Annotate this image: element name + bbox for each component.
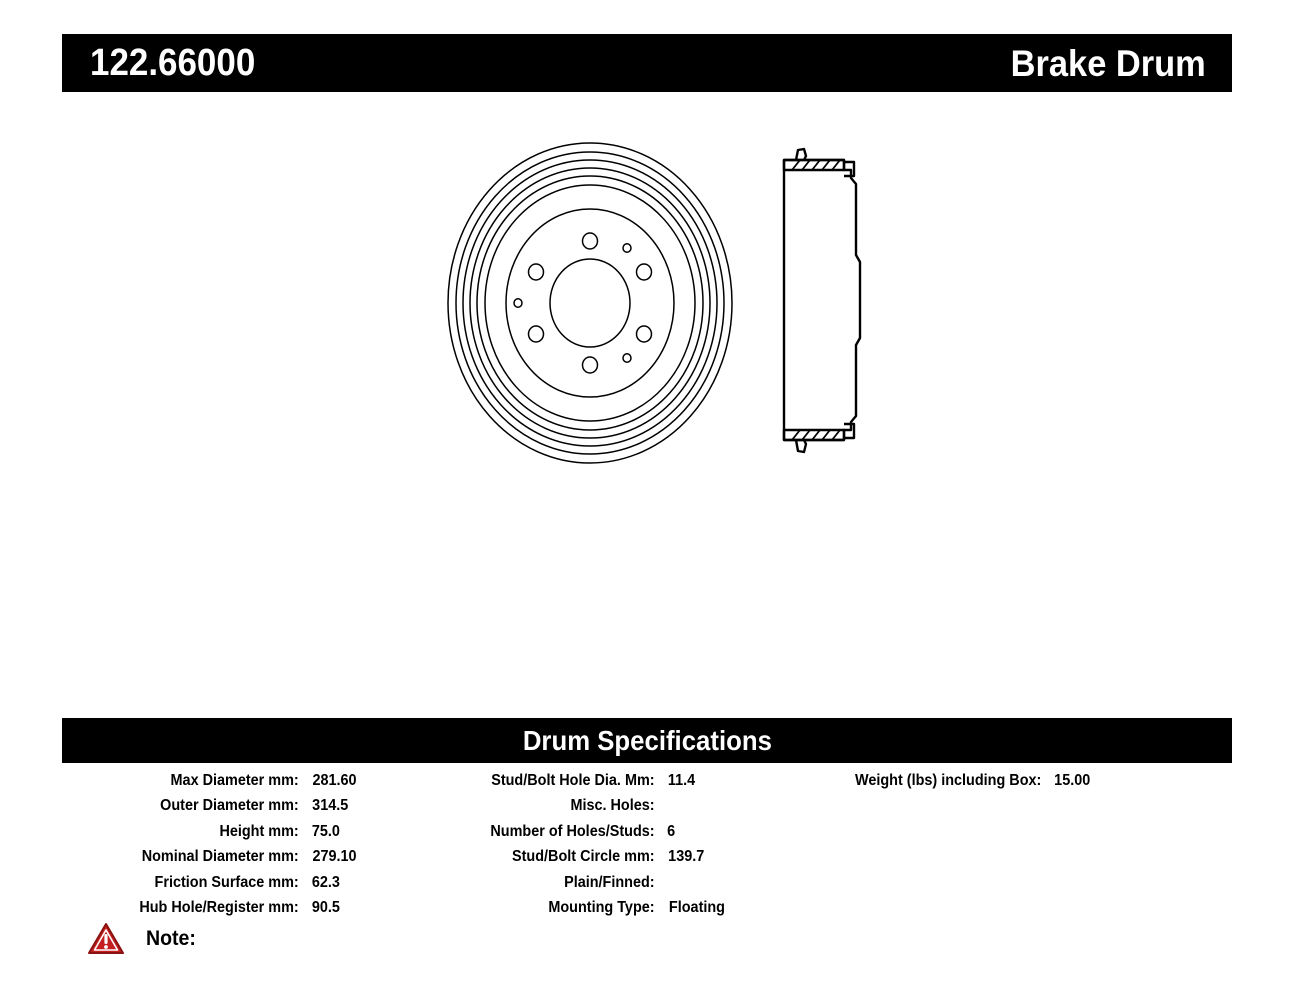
spec-label: Nominal Diameter mm: bbox=[141, 848, 299, 866]
spec-label: Weight (lbs) including Box: bbox=[855, 772, 1042, 789]
spec-row: Misc. Holes: bbox=[410, 793, 826, 818]
spec-label: Stud/Bolt Hole Dia. Mm: bbox=[491, 772, 655, 789]
spec-column-dimensions: Max Diameter mm: 281.60 Outer Diameter m… bbox=[62, 768, 410, 920]
spec-value: Floating bbox=[668, 898, 725, 916]
spec-label: Stud/Bolt Circle mm: bbox=[512, 848, 655, 866]
spec-row: Max Diameter mm: 281.60 bbox=[62, 768, 410, 793]
misc-small-holes bbox=[513, 242, 632, 364]
specifications-header-bar: Drum Specifications bbox=[62, 718, 1232, 763]
spec-value: 15.00 bbox=[1054, 772, 1091, 789]
spec-label: Mounting Type: bbox=[548, 898, 655, 916]
spec-row: Friction Surface mm: 62.3 bbox=[62, 870, 410, 895]
spec-value: 75.0 bbox=[311, 822, 340, 840]
spec-row: Hub Hole/Register mm: 90.5 bbox=[62, 895, 410, 920]
spec-row: Height mm: 75.0 bbox=[62, 819, 410, 844]
spec-row: Mounting Type: Floating bbox=[410, 895, 826, 920]
spec-value: 139.7 bbox=[668, 848, 705, 866]
part-type-title: Brake Drum bbox=[1010, 42, 1206, 84]
spec-label: Outer Diameter mm: bbox=[160, 797, 299, 815]
spec-row: Plain/Finned: bbox=[410, 870, 826, 895]
spec-column-mounting: Stud/Bolt Hole Dia. Mm: 11.4 Misc. Holes… bbox=[410, 768, 826, 920]
spec-value: 90.5 bbox=[311, 898, 340, 916]
brake-drum-front-view bbox=[447, 142, 733, 464]
spec-row: Stud/Bolt Circle mm: 139.7 bbox=[410, 844, 826, 869]
product-illustration bbox=[62, 100, 1232, 700]
part-number: 122.66000 bbox=[90, 42, 256, 84]
specifications-table: Max Diameter mm: 281.60 Outer Diameter m… bbox=[62, 768, 1232, 920]
spec-label: Plain/Finned: bbox=[564, 873, 655, 891]
spec-row: Outer Diameter mm: 314.5 bbox=[62, 793, 410, 818]
spec-value: 281.60 bbox=[312, 772, 357, 789]
spec-label: Hub Hole/Register mm: bbox=[139, 898, 299, 916]
spec-label: Max Diameter mm: bbox=[170, 772, 299, 789]
note-label: Note: bbox=[146, 927, 196, 950]
spec-row: Weight (lbs) including Box: 15.00 bbox=[826, 768, 1232, 793]
header-bar: 122.66000 Brake Drum bbox=[62, 34, 1232, 92]
spec-value: 62.3 bbox=[311, 873, 340, 891]
note-row: Note: bbox=[62, 922, 222, 955]
section-hatching bbox=[791, 159, 841, 441]
brake-drum-side-section-view bbox=[782, 147, 862, 454]
spec-row: Number of Holes/Studs: 6 bbox=[410, 819, 826, 844]
spec-column-weight: Weight (lbs) including Box: 15.00 bbox=[826, 768, 1232, 920]
spec-label: Number of Holes/Studs: bbox=[490, 822, 655, 840]
spec-row: Nominal Diameter mm: 279.10 bbox=[62, 844, 410, 869]
spec-row: Stud/Bolt Hole Dia. Mm: 11.4 bbox=[410, 768, 826, 793]
spec-label: Height mm: bbox=[219, 822, 299, 840]
spec-value: 6 bbox=[667, 822, 676, 840]
warning-triangle-icon bbox=[88, 923, 124, 954]
spec-value: 279.10 bbox=[312, 848, 357, 866]
specifications-title: Drum Specifications bbox=[522, 724, 772, 756]
spec-label: Friction Surface mm: bbox=[154, 873, 299, 891]
spec-value: 11.4 bbox=[667, 772, 696, 789]
stud-bolt-holes bbox=[527, 232, 653, 374]
spec-label: Misc. Holes: bbox=[570, 797, 655, 815]
spec-value: 314.5 bbox=[312, 797, 349, 815]
